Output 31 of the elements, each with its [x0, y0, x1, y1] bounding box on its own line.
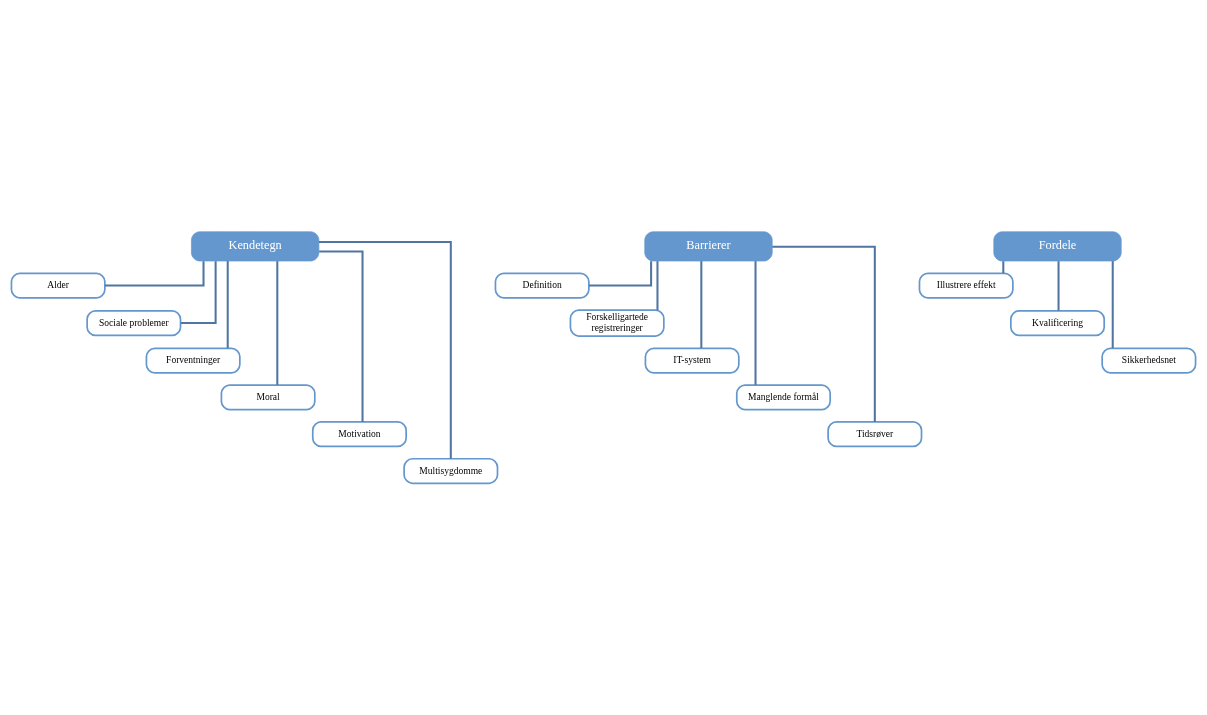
connector — [1002, 261, 1005, 274]
connector — [104, 261, 205, 287]
node-box: Motivation — [311, 421, 407, 448]
node-box: Moral — [220, 384, 316, 411]
node-box: Alder — [10, 272, 106, 299]
node-box: Kendetegn — [191, 231, 320, 262]
connector — [226, 261, 229, 349]
connector — [700, 261, 703, 349]
node-box: Barrierer — [644, 231, 773, 262]
node-box: Kvalificering — [1009, 309, 1106, 337]
node-box: Sikkerhedsnet — [1101, 347, 1197, 374]
connector — [1057, 261, 1060, 311]
connector — [319, 250, 364, 422]
connector — [276, 261, 279, 385]
node-box: Multisygdomme — [403, 457, 499, 485]
connector — [180, 261, 217, 325]
connector — [656, 261, 659, 311]
node-box: Forskelligartede registreringer — [569, 309, 665, 337]
connector — [589, 261, 653, 287]
connector — [318, 240, 452, 459]
connector — [1111, 261, 1114, 349]
node-box: IT-system — [644, 347, 740, 374]
node-box: Definition — [494, 272, 590, 299]
node-box: Sociale problemer — [86, 309, 182, 337]
node-box: Manglende formål — [735, 384, 831, 411]
node-box: Fordele — [993, 231, 1122, 262]
node-box: Illustrere effekt — [918, 272, 1014, 299]
connector — [772, 245, 876, 422]
connector — [754, 261, 757, 385]
node-box: Tidsrøver — [827, 421, 923, 448]
node-box: Forventninger — [145, 347, 241, 374]
